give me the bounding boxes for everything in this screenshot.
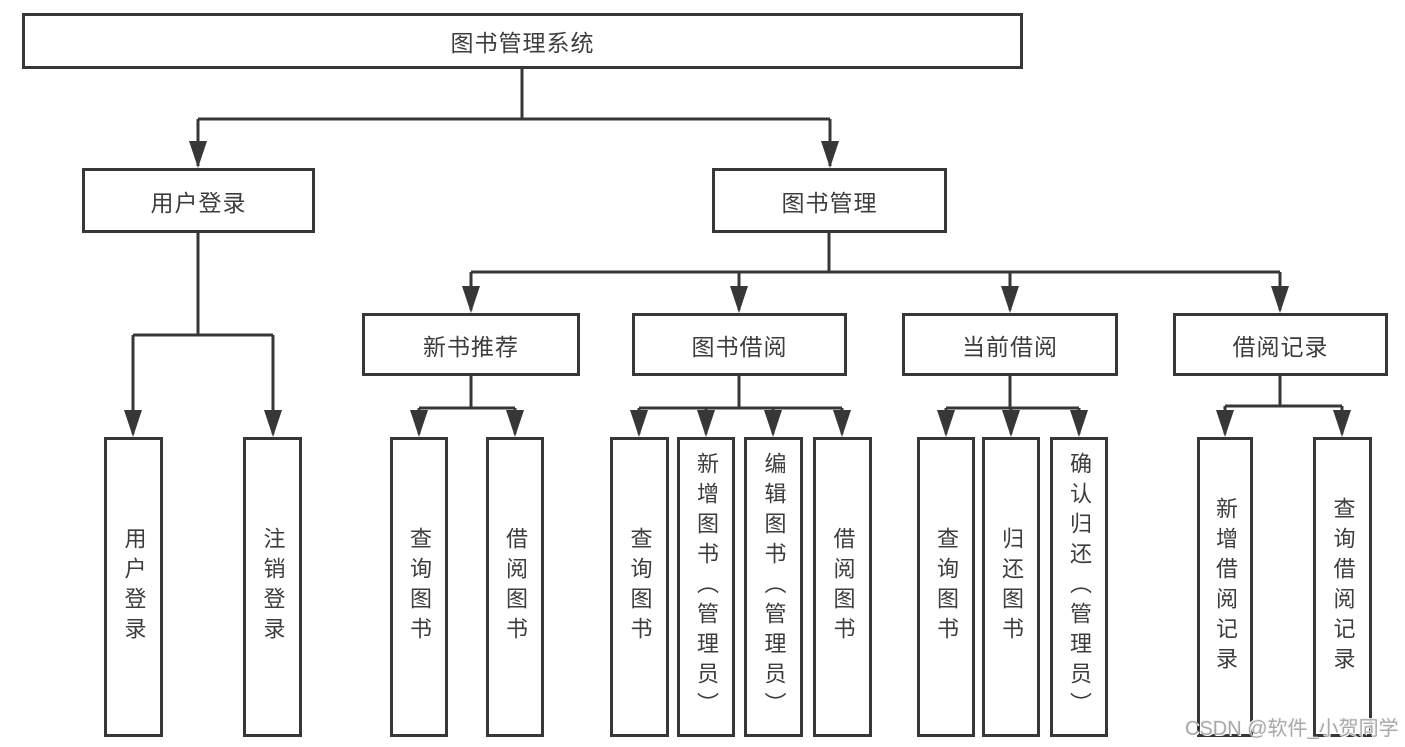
leaf-confirm-return-admin: 确认归还（管理员） bbox=[1050, 437, 1108, 737]
leaf-query-book-2: 查询图书 bbox=[610, 437, 669, 737]
leaf-edit-book-admin-label: 编辑图书（管理员） bbox=[761, 452, 787, 722]
node-root-system: 图书管理系统 bbox=[22, 13, 1023, 69]
leaf-query-book-1-label: 查询图书 bbox=[407, 527, 432, 647]
node-new-book-recommend-label: 新书推荐 bbox=[423, 333, 519, 360]
leaf-query-book-2-label: 查询图书 bbox=[627, 527, 653, 647]
leaf-add-book-admin-label: 新增图书（管理员） bbox=[694, 452, 719, 722]
leaf-borrow-book-1: 借阅图书 bbox=[486, 437, 544, 737]
leaf-return-book-label: 归还图书 bbox=[999, 527, 1024, 647]
leaf-borrow-book-1-label: 借阅图书 bbox=[503, 527, 528, 647]
leaf-logout: 注销登录 bbox=[243, 437, 302, 737]
node-book-management: 图书管理 bbox=[712, 168, 947, 233]
leaf-confirm-return-admin-label: 确认归还（管理员） bbox=[1067, 452, 1092, 722]
leaf-query-book-1: 查询图书 bbox=[390, 437, 448, 737]
leaf-borrow-book-2-label: 借阅图书 bbox=[830, 527, 856, 647]
leaf-user-login: 用户登录 bbox=[104, 437, 163, 737]
leaf-add-borrow-record: 新增借阅记录 bbox=[1197, 437, 1253, 737]
node-borrow-record-label: 借阅记录 bbox=[1232, 333, 1329, 360]
node-borrow-record: 借阅记录 bbox=[1173, 313, 1388, 376]
leaf-logout-label: 注销登录 bbox=[260, 527, 286, 647]
node-new-book-recommend: 新书推荐 bbox=[362, 313, 580, 376]
node-user-login: 用户登录 bbox=[82, 168, 315, 233]
node-book-management-label: 图书管理 bbox=[781, 189, 878, 216]
leaf-add-borrow-record-label: 新增借阅记录 bbox=[1213, 497, 1238, 677]
leaf-add-book-admin: 新增图书（管理员） bbox=[677, 437, 735, 737]
leaf-return-book: 归还图书 bbox=[982, 437, 1040, 737]
leaf-borrow-book-2: 借阅图书 bbox=[813, 437, 872, 737]
watermark: CSDN @软件_小贺同学 bbox=[1185, 718, 1399, 740]
node-current-borrow: 当前借阅 bbox=[902, 313, 1118, 376]
node-root-label: 图书管理系统 bbox=[450, 30, 595, 56]
node-user-login-label: 用户登录 bbox=[150, 189, 247, 216]
leaf-query-book-3-label: 查询图书 bbox=[934, 527, 959, 647]
node-book-borrow: 图书借阅 bbox=[632, 313, 847, 376]
leaf-user-login-label: 用户登录 bbox=[121, 527, 147, 647]
leaf-query-book-3: 查询图书 bbox=[917, 437, 975, 737]
node-current-borrow-label: 当前借阅 bbox=[962, 333, 1058, 360]
leaf-query-borrow-record-label: 查询借阅记录 bbox=[1330, 497, 1356, 677]
leaf-query-borrow-record: 查询借阅记录 bbox=[1313, 437, 1372, 737]
leaf-edit-book-admin: 编辑图书（管理员） bbox=[744, 437, 803, 737]
node-book-borrow-label: 图书借阅 bbox=[691, 333, 788, 360]
